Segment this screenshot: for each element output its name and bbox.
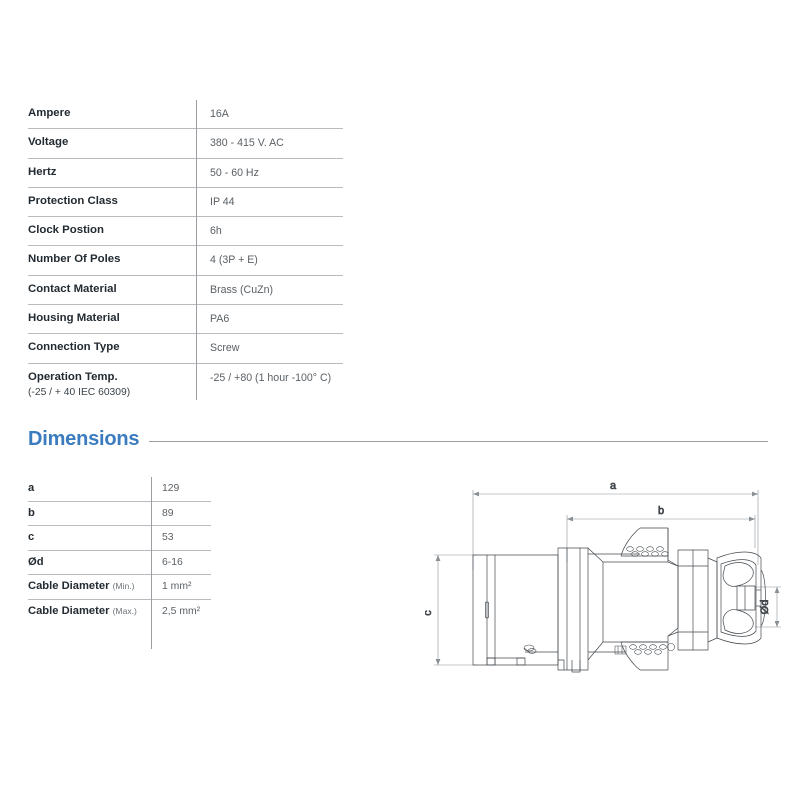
spec-label: Ampere xyxy=(28,107,71,119)
spec-label: Housing Material xyxy=(28,312,120,325)
table-row: c 53 xyxy=(28,526,211,551)
dim-value: 129 xyxy=(162,483,180,495)
front-flange xyxy=(677,549,718,651)
spec-label-subtitle: (-25 / + 40 IEC 60309) xyxy=(28,386,131,398)
spec-label: Voltage xyxy=(28,136,69,149)
dim-label-main: Cable Diameter xyxy=(28,605,113,618)
dim-label-main: Ød xyxy=(28,555,44,568)
dim-label-qualifier: (Min.) xyxy=(112,581,135,592)
table-row: Operation Temp. (-25 / + 40 IEC 60309) -… xyxy=(28,364,343,399)
dimension-line-a xyxy=(472,490,759,570)
table-row: Connection Type Screw xyxy=(28,334,343,364)
spec-label: Operation Temp. (-25 / + 40 IEC 60309) xyxy=(28,364,196,399)
contact-pin-detail-lower xyxy=(614,643,675,655)
dimensions-table: a 129 b 89 c 53 Ød 6-16 Cable Diameter (… xyxy=(28,477,211,624)
spec-label: Connection Type xyxy=(28,341,120,354)
spec-value: Screw xyxy=(210,342,240,355)
main-flange xyxy=(557,547,589,673)
dimension-line-c xyxy=(434,554,477,666)
table-row: Housing Material PA6 xyxy=(28,305,343,335)
plug-outline-drawing: a b c xyxy=(425,480,781,673)
table-row: Cable Diameter (Max.) 2,5 mm² xyxy=(28,600,211,625)
handle-grip xyxy=(716,551,766,645)
screw-detail xyxy=(523,644,537,654)
dim-label-main: c xyxy=(28,531,35,544)
cable-gland-body xyxy=(472,554,559,666)
dim-label: Ød xyxy=(28,556,151,569)
table-row: Protection Class IP 44 xyxy=(28,188,343,218)
dim-value: 2,5 mm² xyxy=(162,606,201,618)
table-row: Clock Postion 6h xyxy=(28,217,343,247)
table-row: b 89 xyxy=(28,502,211,526)
dimension-label-c: c xyxy=(425,610,434,616)
dim-label-main: a xyxy=(28,482,35,495)
dim-label-main: Cable Diameter xyxy=(28,580,113,593)
spec-value: 380 - 415 V. AC xyxy=(210,137,284,150)
table-row: Voltage 380 - 415 V. AC xyxy=(28,129,343,159)
spec-value: -25 / +80 (1 hour -100° C) xyxy=(210,371,332,384)
spec-value: Brass (CuZn) xyxy=(210,283,273,296)
dim-label: Cable Diameter (Max.) xyxy=(28,605,151,618)
spec-table-column-divider xyxy=(196,100,197,400)
dimensions-table-column-divider xyxy=(151,477,152,649)
table-row: Ampere 16A xyxy=(28,100,343,130)
page-title: Dimensions xyxy=(28,428,140,450)
dimension-label-b: b xyxy=(658,505,664,517)
dim-value: 89 xyxy=(162,507,174,519)
table-row: Ød 6-16 xyxy=(28,551,211,575)
spec-label: Number Of Poles xyxy=(28,253,121,266)
table-row: a 129 xyxy=(28,477,211,502)
spec-value: 4 (3P + E) xyxy=(210,254,258,267)
contact-pin-detail-upper xyxy=(626,546,669,557)
heading-divider xyxy=(149,441,768,442)
technical-drawing: a b c xyxy=(425,470,785,685)
spec-label: Contact Material xyxy=(28,282,117,295)
dim-label: b xyxy=(28,507,151,520)
spec-value: 16A xyxy=(210,108,229,120)
table-row: Cable Diameter (Min.) 1 mm² xyxy=(28,575,211,600)
spec-label-main: Operation Temp. xyxy=(28,370,118,383)
dim-label: Cable Diameter (Min.) xyxy=(28,580,151,593)
dimensions-heading: Dimensions xyxy=(28,428,768,451)
table-row: Hertz 50 - 60 Hz xyxy=(28,159,343,188)
dim-value: 53 xyxy=(162,532,174,544)
dimension-line-od xyxy=(755,586,781,628)
dimension-label-a: a xyxy=(610,480,617,492)
spec-value: PA6 xyxy=(210,313,230,326)
ribbed-body xyxy=(620,527,679,671)
spec-label: Protection Class xyxy=(28,194,118,207)
dim-label-qualifier: (Max.) xyxy=(112,606,137,617)
tapered-section xyxy=(587,547,668,661)
table-row: Contact Material Brass (CuZn) xyxy=(28,276,343,306)
dim-label: c xyxy=(28,531,151,544)
dim-value: 6-16 xyxy=(162,556,183,568)
table-row: Number Of Poles 4 (3P + E) xyxy=(28,246,343,276)
dim-value: 1 mm² xyxy=(162,581,192,593)
dim-label-main: b xyxy=(28,506,35,519)
spec-value: 6h xyxy=(210,225,222,238)
spec-label: Clock Postion xyxy=(28,224,104,237)
spec-label: Hertz xyxy=(28,165,57,178)
spec-value: IP 44 xyxy=(210,195,235,208)
dimension-line-b xyxy=(566,515,756,562)
dim-label: a xyxy=(28,482,151,495)
specification-table: Ampere 16A Voltage 380 - 415 V. AC Hertz… xyxy=(28,100,343,399)
spec-value: 50 - 60 Hz xyxy=(210,166,259,179)
